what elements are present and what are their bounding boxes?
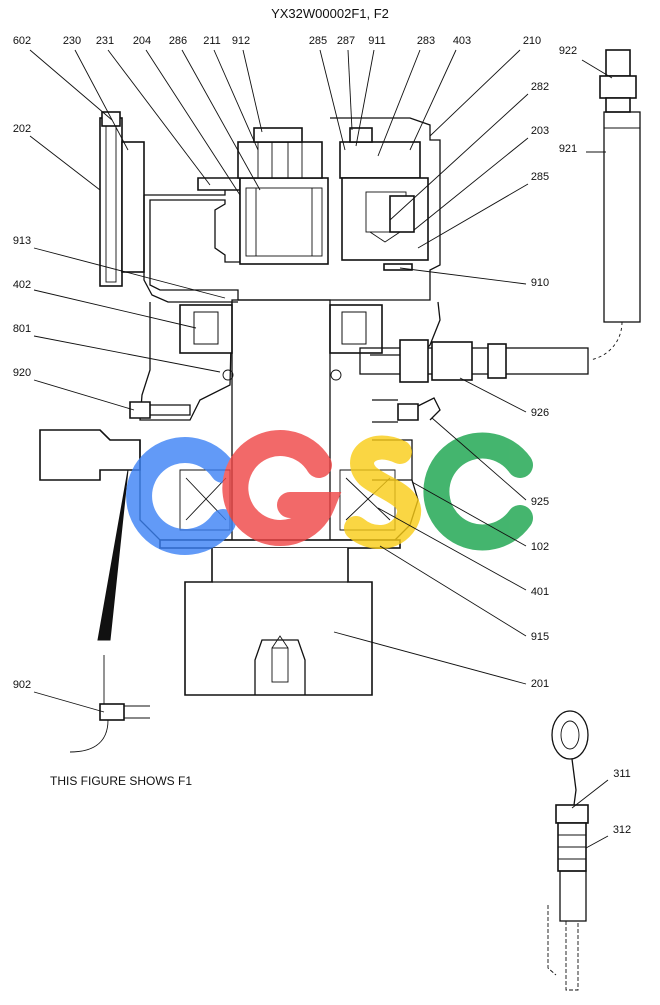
leader-line xyxy=(33,379,135,411)
leader-line xyxy=(377,507,527,591)
callout-202: 202 xyxy=(13,123,31,135)
callout-401: 401 xyxy=(531,586,549,598)
callout-801: 801 xyxy=(13,323,31,335)
callout-312: 312 xyxy=(613,824,631,836)
leader-line xyxy=(347,49,353,131)
figure-note: THIS FIGURE SHOWS F1 xyxy=(50,774,192,788)
callout-230: 230 xyxy=(63,35,81,47)
callout-283: 283 xyxy=(417,35,435,47)
leader-line xyxy=(413,137,529,231)
leader-line xyxy=(459,377,527,413)
callout-921: 921 xyxy=(559,143,577,155)
leader-line xyxy=(319,49,346,151)
leader-line xyxy=(33,691,105,713)
callout-102: 102 xyxy=(531,541,549,553)
callout-211: 211 xyxy=(203,35,221,47)
callout-911: 911 xyxy=(368,35,386,47)
callout-282: 282 xyxy=(531,81,549,93)
leader-line xyxy=(379,545,527,637)
callout-913: 913 xyxy=(13,235,31,247)
leader-line xyxy=(33,335,221,373)
callout-925: 925 xyxy=(531,496,549,508)
leader-line xyxy=(29,135,101,191)
diagram-title: YX32W00002F1, F2 xyxy=(271,6,389,21)
leader-line xyxy=(429,49,521,137)
callout-285: 285 xyxy=(531,171,549,183)
leader-line xyxy=(355,49,375,147)
leader-line xyxy=(581,59,613,79)
leader-line xyxy=(431,417,527,501)
callout-203: 203 xyxy=(531,125,549,137)
callout-285: 285 xyxy=(309,35,327,47)
callout-231: 231 xyxy=(96,35,114,47)
callout-leader-lines xyxy=(29,49,613,849)
leader-line xyxy=(74,49,129,151)
leader-line xyxy=(411,481,527,547)
leader-line xyxy=(107,49,211,186)
callout-204: 204 xyxy=(133,35,151,47)
callout-201: 201 xyxy=(531,678,549,690)
leader-line xyxy=(181,49,261,191)
callout-926: 926 xyxy=(531,407,549,419)
callout-922: 922 xyxy=(559,45,577,57)
leader-line xyxy=(389,93,529,221)
callout-912: 912 xyxy=(232,35,250,47)
callout-920: 920 xyxy=(13,367,31,379)
leader-line xyxy=(213,49,259,151)
swing-motor-assembly xyxy=(39,49,641,991)
leader-line xyxy=(33,289,197,329)
callout-403: 403 xyxy=(453,35,471,47)
callout-902: 902 xyxy=(13,679,31,691)
callout-602: 602 xyxy=(13,35,31,47)
callout-910: 910 xyxy=(531,277,549,289)
watermark-logo xyxy=(126,430,533,555)
callout-915: 915 xyxy=(531,631,549,643)
leader-line xyxy=(399,267,527,285)
leader-line xyxy=(585,835,609,849)
leader-line xyxy=(33,247,226,299)
callout-286: 286 xyxy=(169,35,187,47)
leader-line xyxy=(333,631,527,685)
leader-line xyxy=(377,49,421,157)
leader-line xyxy=(29,49,113,121)
callout-311: 311 xyxy=(613,768,631,780)
leader-line xyxy=(409,49,457,151)
leader-line xyxy=(571,779,609,809)
leader-line xyxy=(242,49,263,133)
callout-287: 287 xyxy=(337,35,355,47)
callout-210: 210 xyxy=(523,35,541,47)
callout-402: 402 xyxy=(13,279,31,291)
leader-line xyxy=(417,183,529,249)
callout-labels: 602 230 231 204 286 211 912 285 287 911 283 403 210 9… xyxy=(13,35,631,836)
leader-line xyxy=(145,49,241,196)
